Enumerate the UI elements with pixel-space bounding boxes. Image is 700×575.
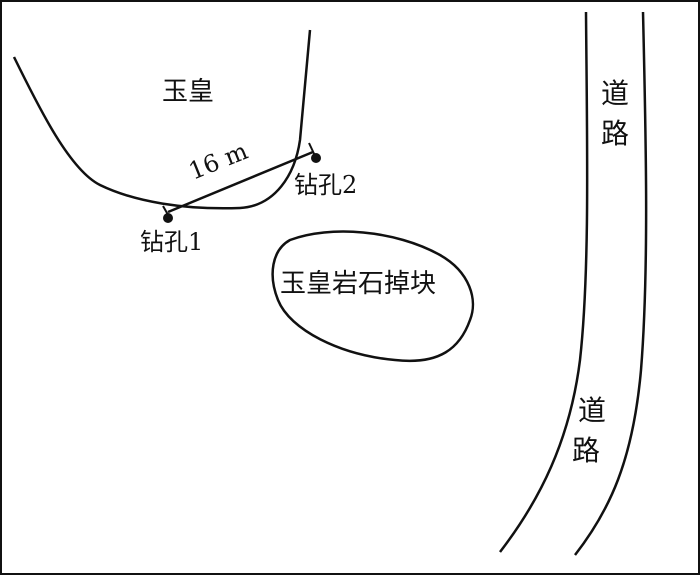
borehole-2-point [311, 153, 321, 163]
distance-label: 16 m [185, 137, 252, 186]
road-top-char-1: 道 [601, 77, 629, 110]
peak-label: 玉皇 [162, 77, 214, 107]
borehole-1-label: 钻孔1 [140, 228, 203, 256]
road-right-edge [574, 11, 648, 556]
distance-line [167, 150, 314, 214]
rockfall-label: 玉皇岩石掉块 [280, 269, 436, 299]
road-left-edge [499, 11, 589, 553]
road-bottom-char-2: 路 [572, 434, 600, 467]
borehole-2-label: 钻孔2 [294, 171, 357, 199]
rockfall-outline [271, 230, 475, 363]
road-bottom-char-1: 道 [578, 394, 606, 427]
borehole-1-point [163, 213, 173, 223]
yuhuang-boundary-line [12, 29, 312, 210]
road-top-char-2: 路 [601, 117, 629, 150]
